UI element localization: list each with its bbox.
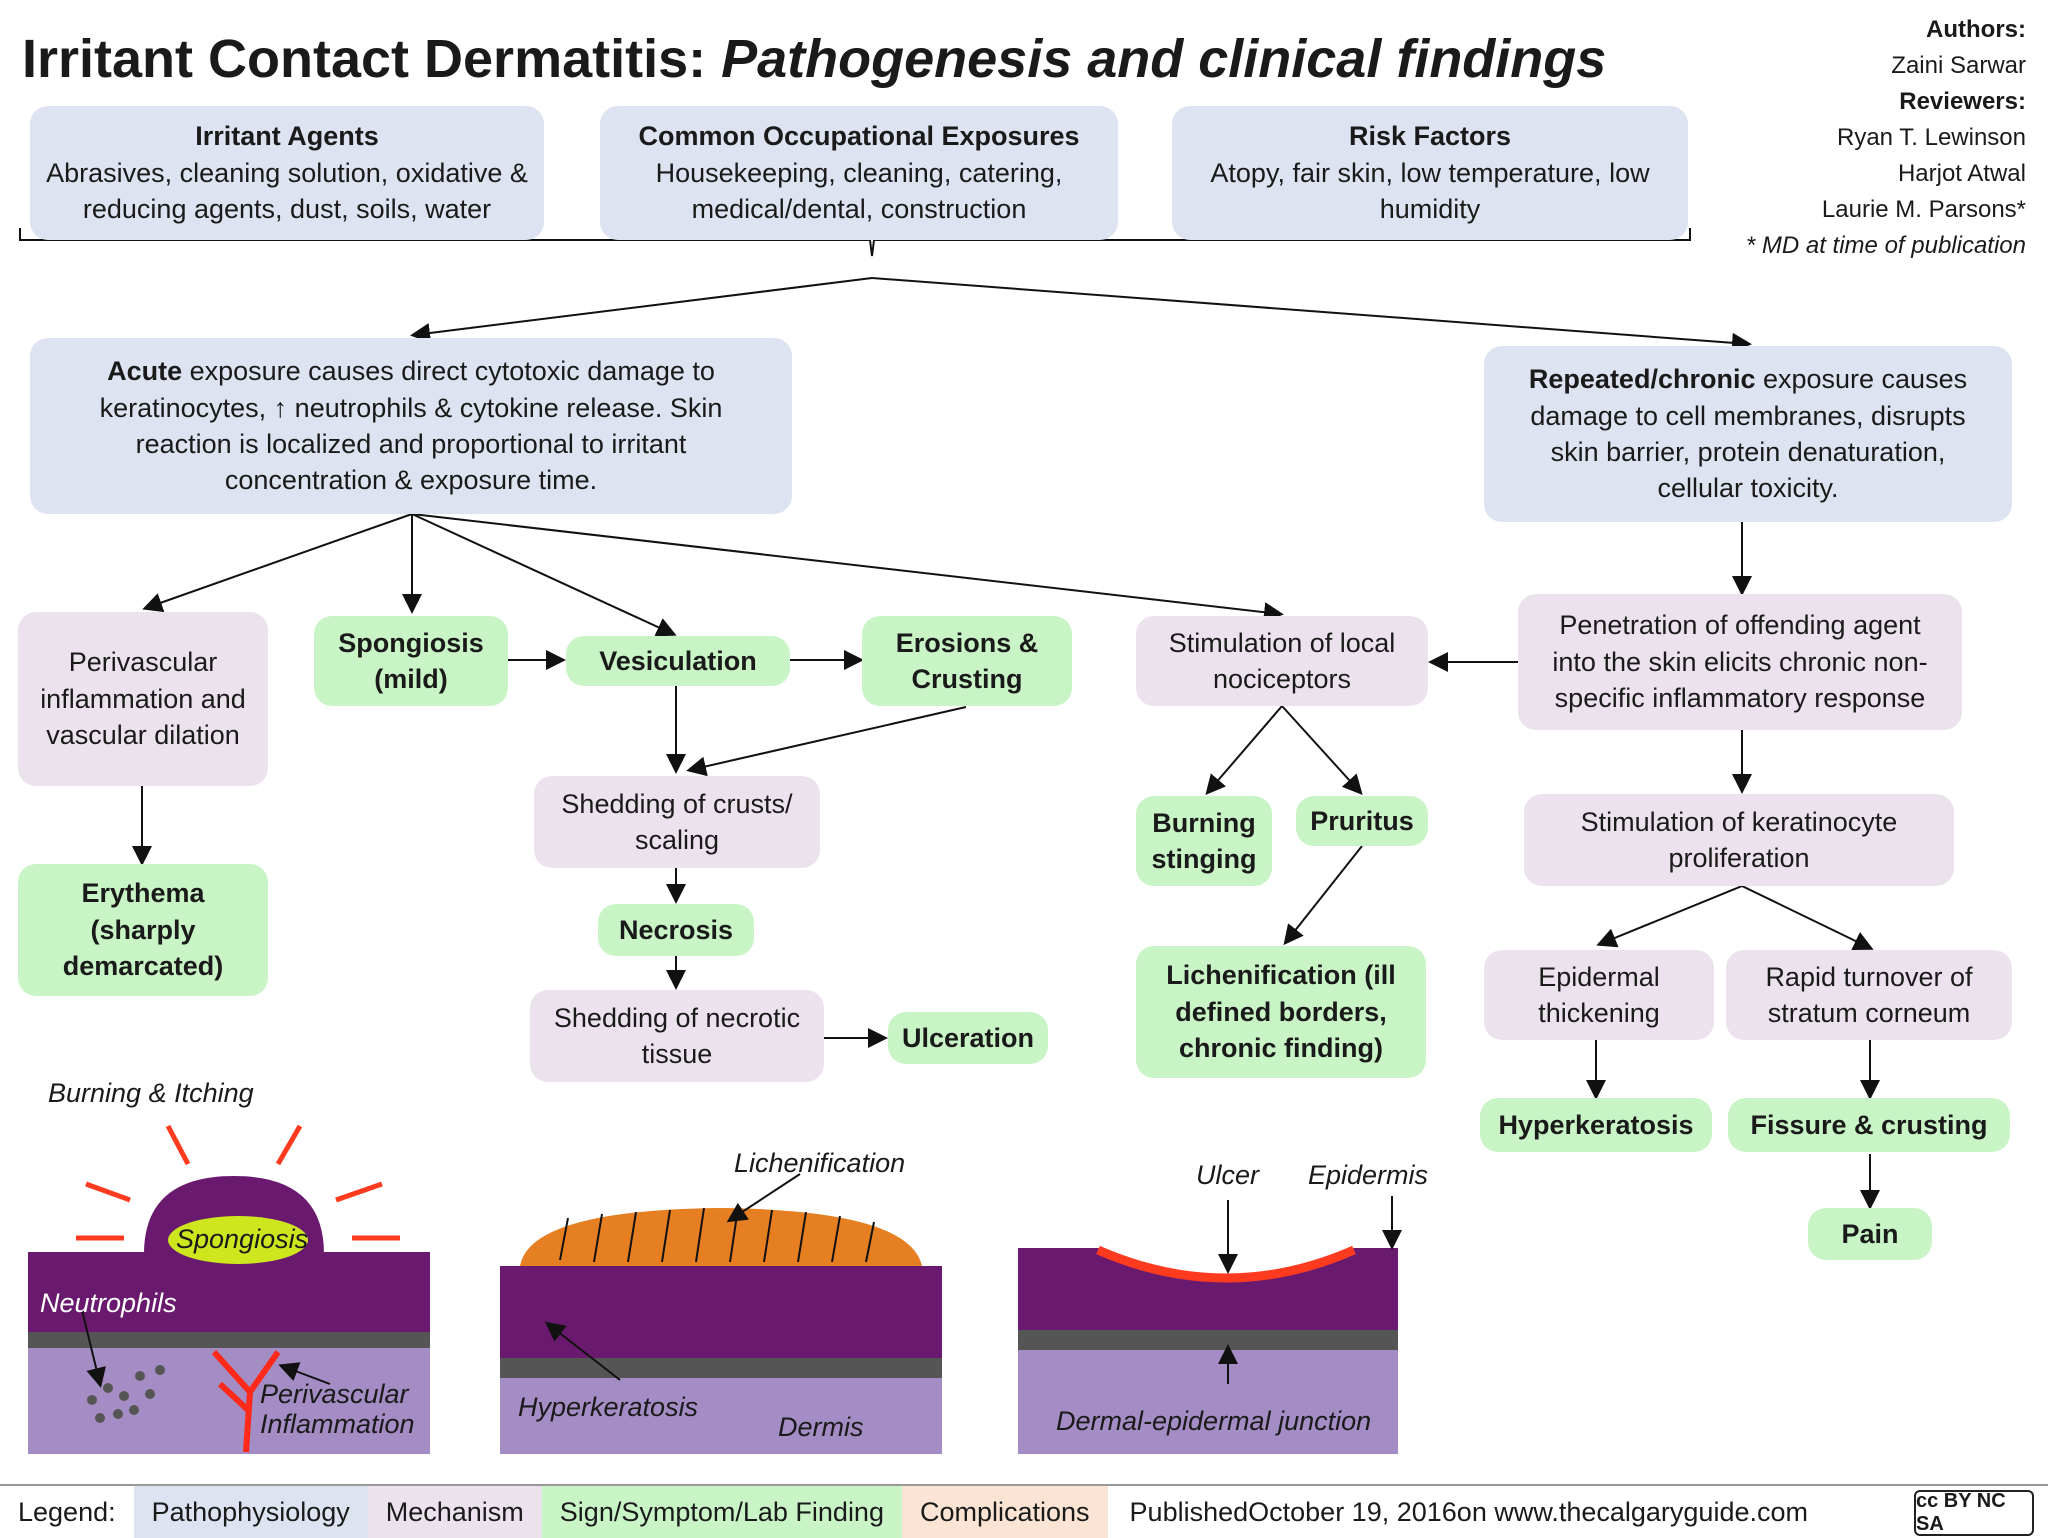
legend-bar: Legend: Pathophysiology Mechanism Sign/S… xyxy=(0,1484,2048,1538)
neutrophils-label: Neutrophils xyxy=(40,1288,177,1318)
node-text: Lichenification (ill defined borders, ch… xyxy=(1166,960,1396,1064)
chronic-bold: Repeated/chronic xyxy=(1528,364,1756,395)
burning-stinging-node: Burning stinging xyxy=(1136,796,1272,886)
published-date: October 19, 2016 xyxy=(1248,1496,1457,1527)
published-prefix: Published xyxy=(1129,1496,1249,1527)
epidermal-thickening-node: Epidermal thickening xyxy=(1484,950,1714,1040)
node-text: Penetration of offending agent into the … xyxy=(1552,610,1928,714)
authors-label: Authors: xyxy=(1926,16,2026,43)
node-text: Ulceration xyxy=(901,1022,1035,1053)
legend-pathophysiology: Pathophysiology xyxy=(133,1486,368,1538)
pain-node: Pain xyxy=(1808,1208,1932,1260)
spongiosis-label: Spongiosis xyxy=(176,1224,309,1254)
reviewer-name: Harjot Atwal xyxy=(1897,160,2026,187)
node-text: Epidermal thickening xyxy=(1538,961,1660,1028)
perivascular-label: Perivascular Inflammation xyxy=(260,1379,415,1439)
shedding-crusts-node: Shedding of crusts/ scaling xyxy=(534,776,820,868)
node-text: Spongiosis (mild) xyxy=(338,627,484,694)
node-text: Necrosis xyxy=(618,914,734,945)
node-text: Vesiculation xyxy=(599,645,757,676)
box-text: Housekeeping, cleaning, catering, medica… xyxy=(655,157,1063,225)
fissure-crusting-node: Fissure & crusting xyxy=(1728,1098,2010,1152)
license-badge[interactable]: cc BY NC SA xyxy=(1914,1490,2034,1536)
authors-block: Authors: Zaini Sarwar Reviewers: Ryan T.… xyxy=(1746,12,2026,264)
epidermis-label: Epidermis xyxy=(1308,1160,1429,1190)
reviewer-name: Laurie M. Parsons* xyxy=(1821,196,2026,223)
acute-text: exposure causes direct cytotoxic damage … xyxy=(99,356,723,496)
spongiosis-node: Spongiosis (mild) xyxy=(314,616,508,706)
reviewers-label: Reviewers: xyxy=(1899,88,2026,115)
legend-label: Legend: xyxy=(18,1496,116,1527)
node-text: Erythema (sharply demarcated) xyxy=(62,878,224,982)
erosions-crusting-node: Erosions & Crusting xyxy=(862,616,1072,706)
keratinocyte-proliferation-node: Stimulation of keratinocyte proliferatio… xyxy=(1524,794,1954,886)
page-title: Irritant Contact Dermatitis: Pathogenesi… xyxy=(22,28,1606,90)
dermis-label: Dermis xyxy=(778,1412,864,1442)
ulcer-label: Ulcer xyxy=(1196,1160,1260,1190)
dej-label: Dermal-epidermal junction xyxy=(1056,1406,1372,1436)
chronic-text: exposure causes damage to cell membranes… xyxy=(1530,364,1968,504)
irritant-agents-box: Irritant Agents Abrasives, cleaning solu… xyxy=(30,106,544,240)
lichenification-label: Lichenification xyxy=(734,1148,906,1178)
node-text: Perivascular inflammation and vascular d… xyxy=(40,647,246,751)
node-text: Pruritus xyxy=(1310,805,1414,836)
license-text: cc BY NC SA xyxy=(1916,1490,2006,1535)
nociceptors-node: Stimulation of local nociceptors xyxy=(1136,616,1428,706)
node-text: Shedding of crusts/ scaling xyxy=(561,788,793,855)
legend-sign: Sign/Symptom/Lab Finding xyxy=(541,1486,902,1538)
box-text: Abrasives, cleaning solution, oxidative … xyxy=(46,157,528,225)
box-title: Irritant Agents xyxy=(195,121,379,152)
rapid-turnover-node: Rapid turnover of stratum corneum xyxy=(1726,950,2012,1040)
title-main: Irritant Contact Dermatitis: xyxy=(22,29,707,89)
authors-note: * MD at time of publication xyxy=(1745,232,2026,259)
hyperkeratosis-label: Hyperkeratosis xyxy=(518,1392,699,1422)
node-text: Stimulation of local nociceptors xyxy=(1168,627,1396,694)
hyperkeratosis-node: Hyperkeratosis xyxy=(1480,1098,1712,1152)
risk-factors-box: Risk Factors Atopy, fair skin, low tempe… xyxy=(1172,106,1688,240)
reviewer-name: Ryan T. Lewinson xyxy=(1837,124,2026,151)
author-name: Zaini Sarwar xyxy=(1891,52,2026,79)
node-text: Stimulation of keratinocyte proliferatio… xyxy=(1580,806,1898,873)
burning-itching-label: Burning & Itching xyxy=(48,1078,254,1108)
node-text: Erosions & Crusting xyxy=(895,627,1039,694)
acute-skin-illustration xyxy=(28,1124,430,1454)
vesiculation-node: Vesiculation xyxy=(566,636,790,686)
node-text: Pain xyxy=(1841,1218,1899,1249)
box-title: Risk Factors xyxy=(1348,121,1512,152)
occupational-exposures-box: Common Occupational Exposures Housekeepi… xyxy=(600,106,1118,240)
shedding-necrotic-node: Shedding of necrotic tissue xyxy=(530,990,824,1082)
erythema-node: Erythema (sharply demarcated) xyxy=(18,864,268,996)
published-info: Published October 19, 2016 on www.thecal… xyxy=(1108,1486,1826,1538)
brace xyxy=(19,228,1691,257)
box-text: Atopy, fair skin, low temperature, low h… xyxy=(1210,157,1650,225)
node-text: Hyperkeratosis xyxy=(1498,1109,1694,1140)
lichenification-illustration xyxy=(500,1173,942,1454)
node-text: Shedding of necrotic tissue xyxy=(553,1002,801,1069)
legend-mechanism: Mechanism xyxy=(367,1486,542,1538)
lichenification-node: Lichenification (ill defined borders, ch… xyxy=(1136,946,1426,1078)
node-text: Burning stinging xyxy=(1151,807,1257,874)
title-subtitle: Pathogenesis and clinical findings xyxy=(721,29,1607,89)
legend-complications: Complications xyxy=(901,1486,1108,1538)
box-title: Common Occupational Exposures xyxy=(638,121,1080,152)
acute-exposure-box: Acute exposure causes direct cytotoxic d… xyxy=(30,338,792,514)
ulceration-node: Ulceration xyxy=(888,1012,1048,1064)
perivascular-inflammation-node: Perivascular inflammation and vascular d… xyxy=(18,612,268,786)
necrosis-node: Necrosis xyxy=(598,904,754,956)
node-text: Fissure & crusting xyxy=(1750,1109,1988,1140)
penetration-node: Penetration of offending agent into the … xyxy=(1518,594,1962,730)
acute-bold: Acute xyxy=(107,356,183,387)
node-text: Rapid turnover of stratum corneum xyxy=(1765,961,1973,1028)
published-suffix: on www.thecalgaryguide.com xyxy=(1456,1496,1808,1527)
chronic-exposure-box: Repeated/chronic exposure causes damage … xyxy=(1484,346,2012,522)
ulcer-illustration xyxy=(1018,1196,1402,1454)
pruritus-node: Pruritus xyxy=(1296,796,1428,846)
